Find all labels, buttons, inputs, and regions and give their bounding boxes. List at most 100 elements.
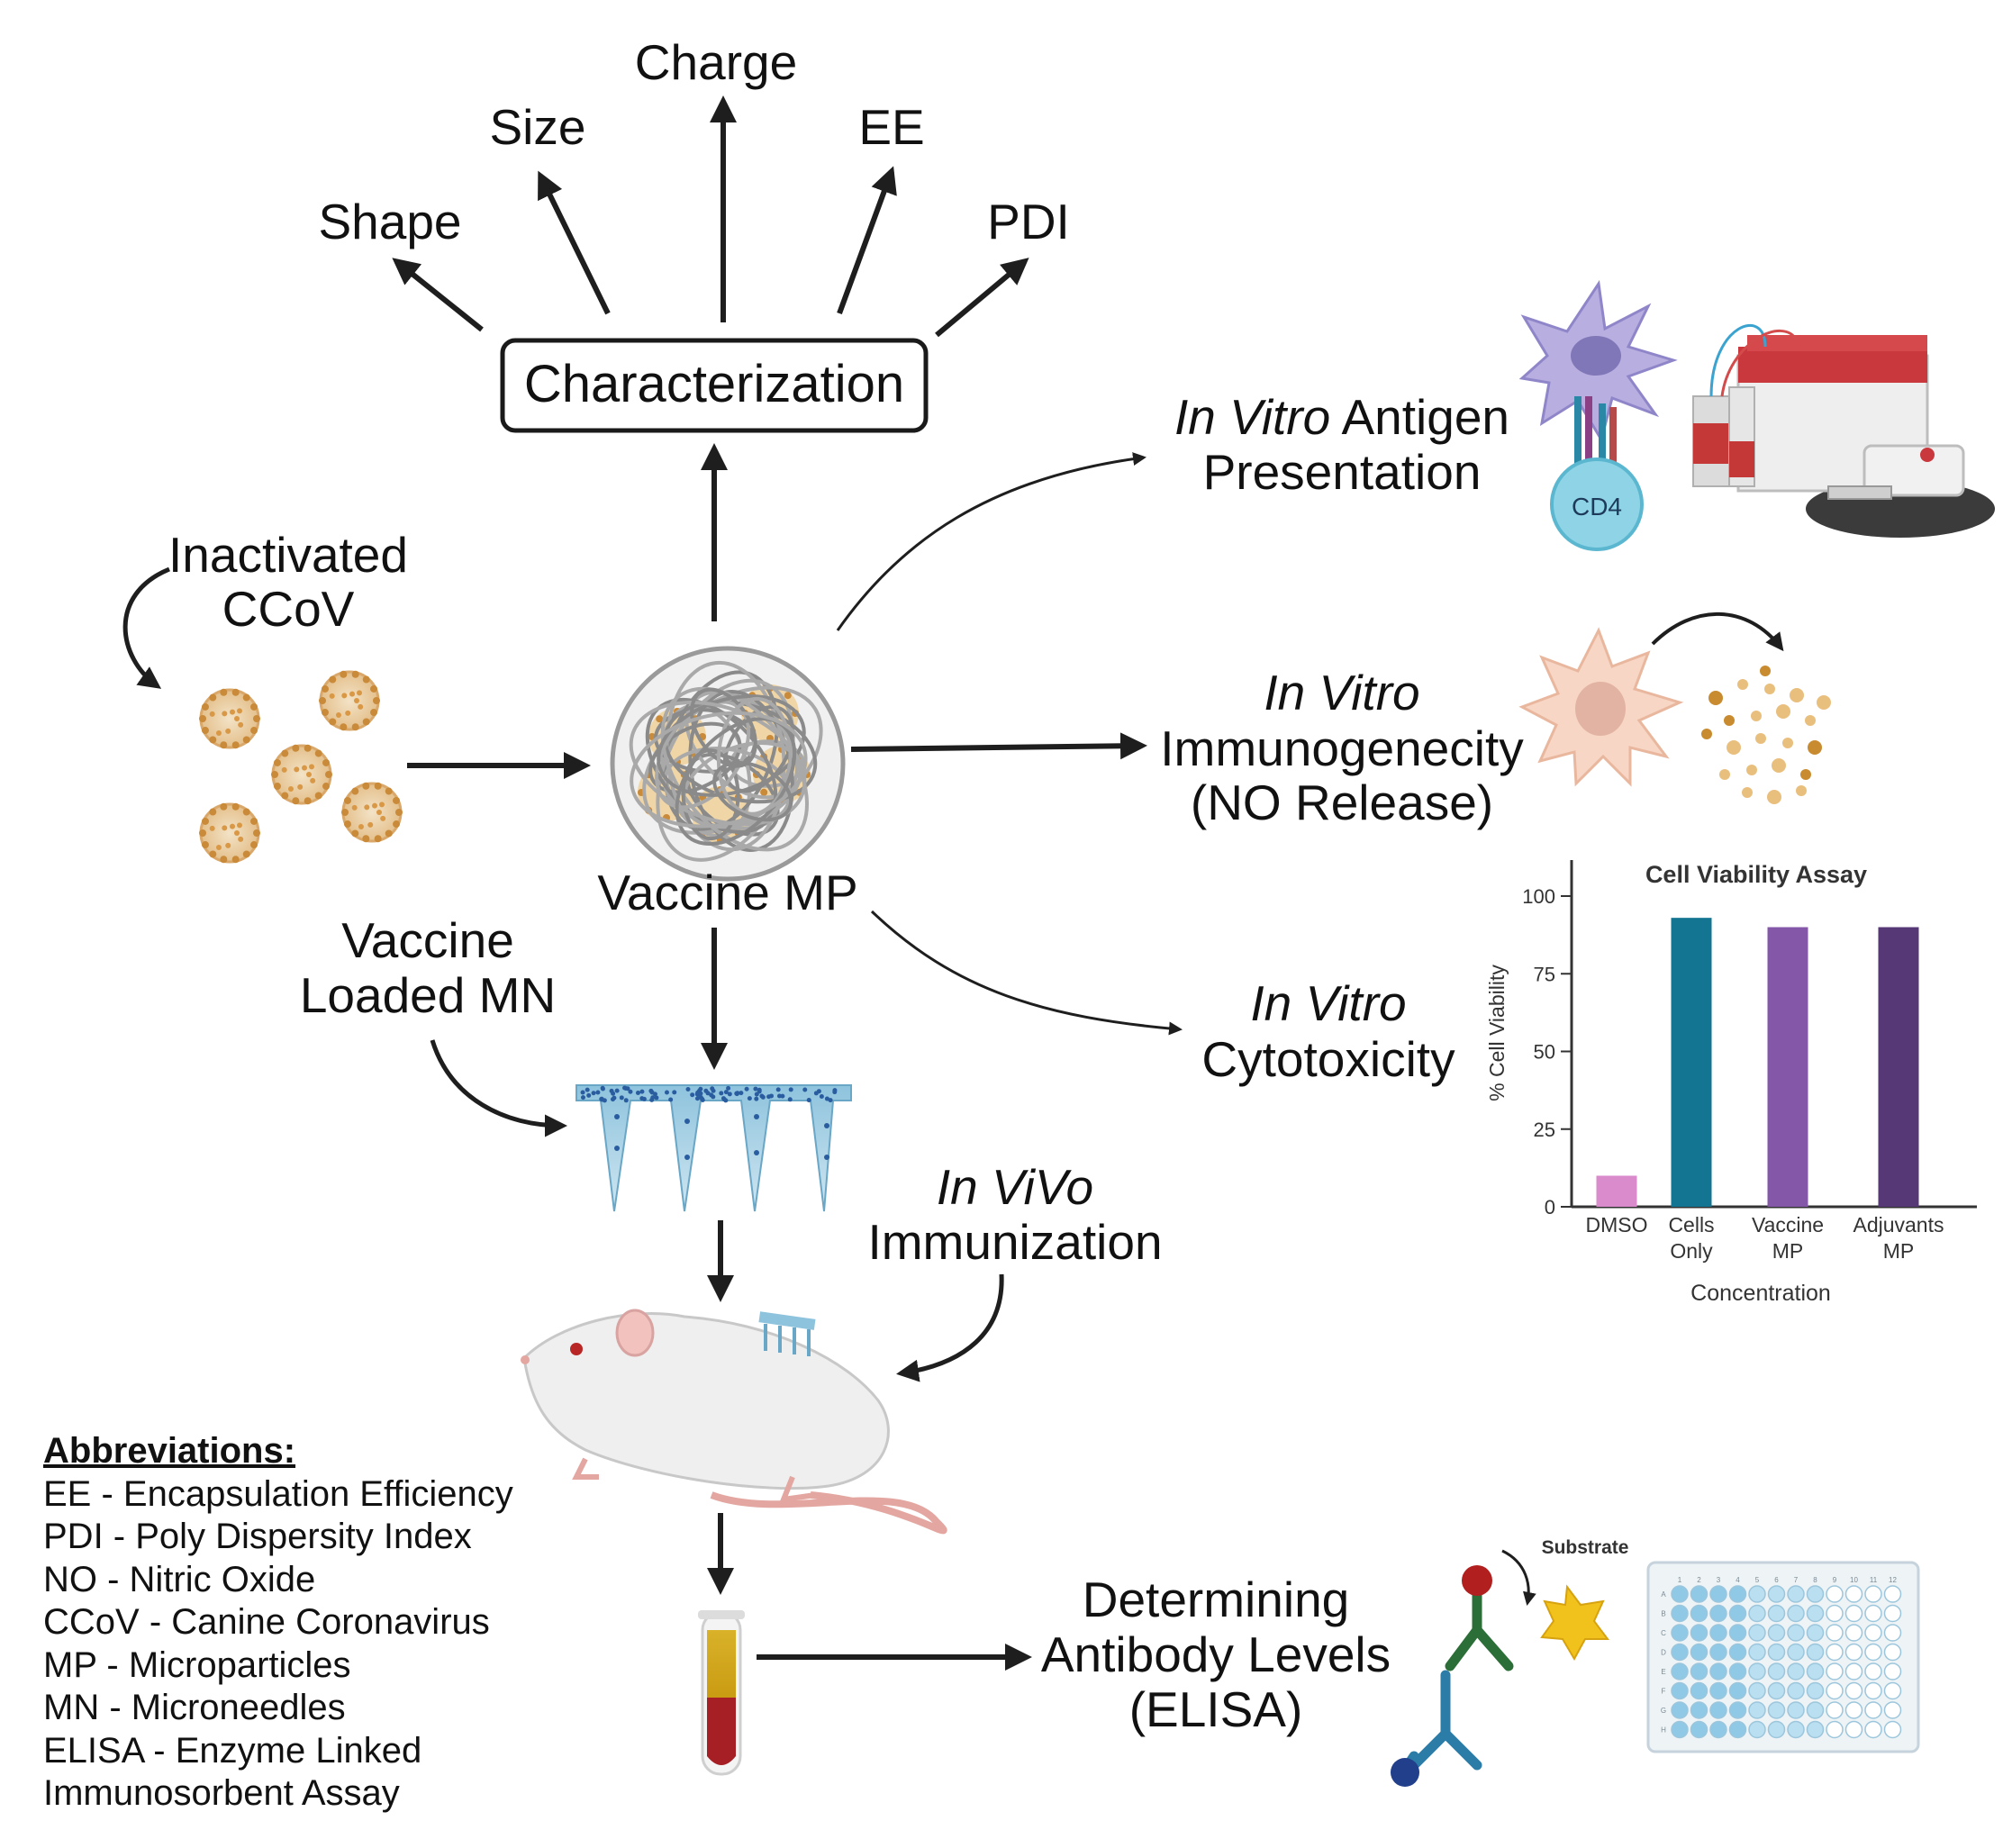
- virus-particles: [199, 670, 403, 864]
- plate-well: [1883, 1643, 1902, 1662]
- chart-y-tick-label: 25: [1534, 1119, 1555, 1141]
- plate-well: [1709, 1662, 1727, 1680]
- plate-well: [1844, 1585, 1863, 1603]
- abbreviation-item: NO - Nitric Oxide: [43, 1559, 316, 1599]
- arrow-to-ee: [837, 166, 897, 315]
- characterization-properties: Shape Size Charge EE PDI: [318, 34, 1069, 249]
- plate-well: [1671, 1643, 1689, 1662]
- no-particle: [1767, 790, 1781, 804]
- no-particle: [1782, 738, 1793, 748]
- plate-row-label: D: [1661, 1649, 1666, 1657]
- virus-icon: [319, 670, 380, 731]
- svg-text:(NO Release): (NO Release): [1191, 775, 1493, 830]
- svg-text:Immunization: Immunization: [867, 1214, 1162, 1270]
- elisa-label: Determining Antibody Levels (ELISA): [1041, 1572, 1391, 1737]
- no-particle: [1772, 758, 1786, 773]
- abbreviations-legend: Abbreviations: EE - Encapsulation Effici…: [43, 1430, 513, 1816]
- no-particle: [1701, 729, 1712, 739]
- cytotoxicity-label: In Vitro Cytotoxicity: [1201, 975, 1455, 1087]
- macrophage-illustration: [1518, 611, 1784, 787]
- plate-well: [1709, 1720, 1727, 1739]
- property-shape: Shape: [318, 194, 461, 249]
- plate-well: [1844, 1701, 1863, 1719]
- mouse-illustration: [521, 1309, 947, 1535]
- plate-well: [1748, 1701, 1766, 1719]
- plate-well: [1690, 1624, 1708, 1642]
- arrow-curved-to-virus: [122, 566, 170, 689]
- plate-well: [1787, 1585, 1805, 1603]
- plate-well: [1883, 1720, 1902, 1739]
- no-particle: [1719, 769, 1730, 780]
- no-particle: [1751, 711, 1762, 721]
- plate-well: [1671, 1662, 1689, 1680]
- plate-well: [1806, 1624, 1825, 1642]
- plate-well: [1709, 1643, 1727, 1662]
- arrow-curved-to-mouse: [896, 1273, 1004, 1382]
- vaccine-mn-label: Vaccine Loaded MN: [300, 912, 556, 1023]
- cd4-label: CD4: [1572, 493, 1622, 521]
- characterization-arrows: [392, 95, 1029, 338]
- svg-text:Presentation: Presentation: [1203, 444, 1482, 500]
- plate-well: [1690, 1585, 1708, 1603]
- plate-well: [1806, 1681, 1825, 1700]
- chart-y-tick-label: 100: [1522, 885, 1555, 908]
- plate-well: [1728, 1662, 1747, 1680]
- property-size: Size: [490, 99, 586, 155]
- plate-well: [1883, 1662, 1902, 1680]
- arrow-mp-to-antigen: [836, 452, 1146, 631]
- plate-well: [1864, 1624, 1882, 1642]
- plate-well: [1748, 1624, 1766, 1642]
- virus-icon: [199, 688, 260, 749]
- plate-well: [1864, 1662, 1882, 1680]
- plate-well: [1826, 1681, 1844, 1700]
- no-particle: [1790, 688, 1804, 702]
- no-particle: [1776, 704, 1790, 719]
- cell-viability-chart: Cell Viability Assay % Cell Viability Co…: [1485, 860, 1977, 1306]
- chart-x-tick-label: Vaccine: [1752, 1213, 1824, 1237]
- plate-column-label: 8: [1813, 1576, 1817, 1584]
- svg-text:In Vitro Antigen: In Vitro Antigen: [1174, 389, 1509, 445]
- no-particle: [1737, 679, 1748, 690]
- plate-well: [1728, 1604, 1747, 1623]
- plate-well: [1864, 1604, 1882, 1623]
- chart-x-tick-label: DMSO: [1586, 1213, 1648, 1237]
- plate-well: [1826, 1585, 1844, 1603]
- plate-well: [1748, 1643, 1766, 1662]
- plate-well: [1787, 1643, 1805, 1662]
- plate-well: [1864, 1585, 1882, 1603]
- plate-well: [1671, 1585, 1689, 1603]
- characterization-label: Characterization: [524, 355, 904, 413]
- plate-well: [1671, 1720, 1689, 1739]
- microneedle-patch: [576, 1084, 852, 1212]
- no-particle: [1808, 740, 1822, 755]
- plate-column-label: 5: [1755, 1576, 1760, 1584]
- property-pdi: PDI: [987, 194, 1070, 249]
- plate-well: [1728, 1624, 1747, 1642]
- plate-well: [1728, 1585, 1747, 1603]
- plate-well: [1864, 1681, 1882, 1700]
- vaccine-mp-label: Vaccine MP: [597, 865, 857, 920]
- plate-well: [1806, 1643, 1825, 1662]
- plate-well: [1728, 1681, 1747, 1700]
- plate-column-label: 6: [1774, 1576, 1779, 1584]
- plate-well: [1806, 1701, 1825, 1719]
- svg-text:Determining: Determining: [1083, 1572, 1350, 1627]
- chart-y-label: % Cell Viability: [1485, 965, 1509, 1101]
- plate-well: [1690, 1720, 1708, 1739]
- no-particle: [1796, 785, 1807, 796]
- plate-well: [1728, 1701, 1747, 1719]
- dendritic-cell-illustration: CD4: [1518, 279, 1678, 551]
- arrow-to-pdi: [935, 258, 1029, 338]
- plate-row-label: B: [1661, 1610, 1665, 1618]
- plate-well: [1806, 1662, 1825, 1680]
- svg-text:Cytotoxicity: Cytotoxicity: [1201, 1031, 1455, 1087]
- chart-y-tick-label: 75: [1534, 963, 1555, 985]
- plate-well: [1767, 1624, 1786, 1642]
- cd4-cell: [1550, 457, 1644, 551]
- substrate-label: Substrate: [1542, 1537, 1629, 1558]
- plate-well: [1690, 1681, 1708, 1700]
- no-particle: [1742, 787, 1753, 798]
- plate-well: [1844, 1604, 1863, 1623]
- svg-text:Loaded MN: Loaded MN: [300, 967, 556, 1023]
- abbreviation-item: ELISA - Enzyme Linked: [43, 1730, 422, 1771]
